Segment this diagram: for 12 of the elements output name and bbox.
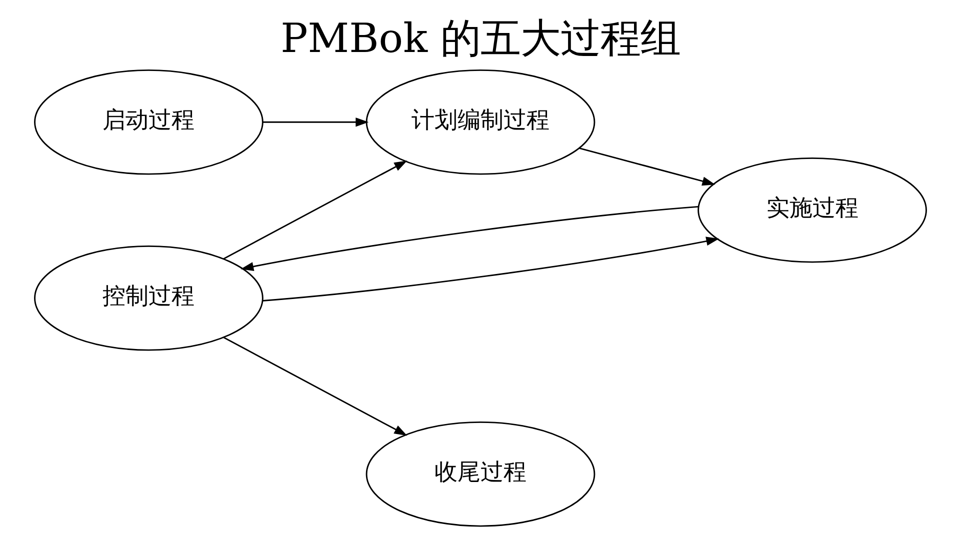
node-ellipse: 收尾过程 [365,421,595,527]
arrow [262,236,719,302]
arrow [240,206,698,271]
node-ellipse: 启动过程 [34,70,263,175]
node-ellipse: 实施过程 [697,157,926,263]
arrow [262,118,368,127]
node-ellipse: 控制过程 [34,245,263,351]
diagram-title: PMBok 的五大过程组 [280,15,680,62]
node-ellipse: 计划编制过程 [365,70,595,175]
arrow [578,147,715,186]
arrow [222,336,407,436]
arrow [222,160,407,260]
